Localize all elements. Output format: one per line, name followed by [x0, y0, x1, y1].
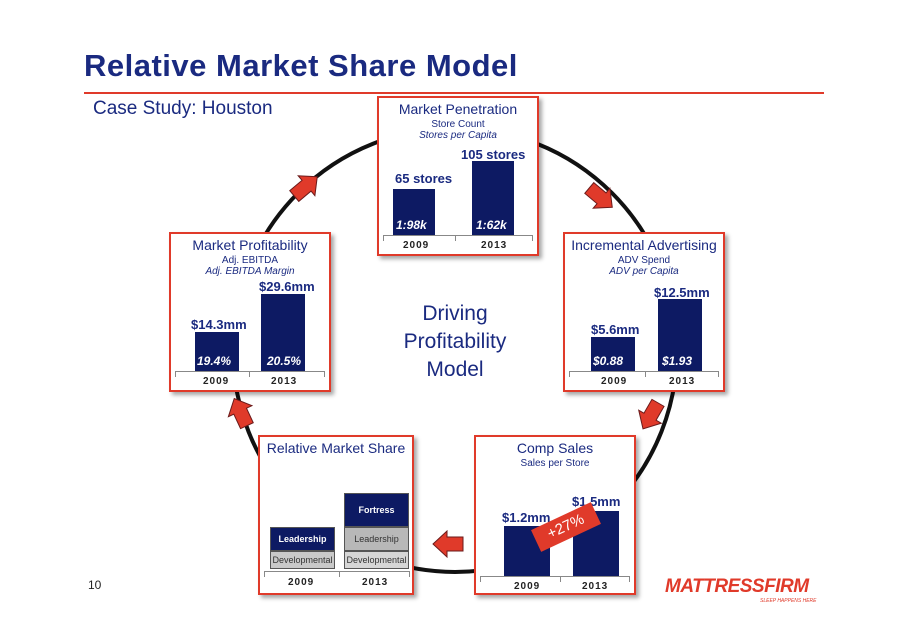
axis-tick — [383, 235, 384, 241]
right-stack-fortress: Fortress — [344, 493, 409, 527]
right-stack-developmental: Developmental — [344, 551, 409, 569]
panel-title: Relative Market Share — [266, 440, 406, 456]
year-label-2013: 2013 — [481, 240, 508, 251]
panel-market-profitability: Market Profitability Adj. EBITDA Adj. EB… — [169, 232, 331, 392]
panel-subtitle-italic: Adj. EBITDA Margin — [205, 266, 295, 277]
x-axis — [569, 371, 719, 372]
cycle-arrow-top-right — [584, 181, 613, 209]
inner-label-2009: 1:98k — [396, 218, 427, 232]
axis-tick — [409, 571, 410, 577]
inner-label-2013: 1:62k — [476, 218, 507, 232]
center-line-2: Profitability — [403, 330, 507, 353]
panel-title: Market Penetration — [398, 101, 518, 117]
axis-tick — [249, 371, 250, 377]
inner-label-2013: 20.5% — [267, 354, 302, 368]
year-label-2009: 2009 — [514, 581, 541, 592]
axis-tick — [324, 371, 325, 377]
panel-title: Incremental Advertising — [571, 237, 717, 253]
bar-label-2013: 105 stores — [461, 147, 526, 162]
bar-2013 — [658, 299, 702, 371]
inner-label-2009: $0.88 — [593, 354, 624, 368]
cycle-arrow-left — [227, 397, 254, 430]
x-axis — [383, 235, 533, 236]
panel-subtitle-italic: ADV per Capita — [609, 266, 679, 277]
panel-title: Market Profitability — [192, 237, 308, 253]
bar-label-2009: $14.3mm — [191, 317, 247, 332]
panel-subtitle-italic: Stores per Capita — [419, 130, 497, 141]
bar-2013 — [261, 294, 305, 371]
cycle-arrow-right — [637, 398, 665, 430]
axis-tick — [645, 371, 646, 377]
bar-label-2009: $1.2mm — [502, 510, 551, 525]
page-number: 10 — [88, 578, 102, 592]
axis-tick — [629, 576, 630, 582]
year-label-2013: 2013 — [582, 581, 609, 592]
case-study-subtitle: Case Study: Houston — [93, 98, 273, 119]
panel-subtitle: Store Count — [431, 119, 485, 130]
left-stack-leadership: Leadership — [270, 527, 335, 551]
left-stack-developmental: Developmental — [270, 551, 335, 569]
year-label-2013: 2013 — [669, 376, 696, 387]
panel-subtitle: Sales per Store — [520, 458, 590, 469]
bar-2009 — [591, 337, 635, 371]
panel-incremental-advertising: Incremental Advertising ADV Spend ADV pe… — [563, 232, 725, 392]
bar-2009 — [393, 189, 435, 235]
axis-tick — [569, 371, 570, 377]
panel-relative-market-share: Relative Market Share Leadership Develop… — [258, 435, 414, 595]
panel-subtitle: Adj. EBITDA — [221, 255, 279, 266]
cycle-arrow-top-left — [289, 175, 318, 203]
x-axis — [264, 571, 410, 572]
center-line-3: Model — [426, 358, 484, 381]
x-axis — [175, 371, 325, 372]
inner-label-2013: $1.93 — [662, 354, 693, 368]
year-label-2009: 2009 — [203, 376, 230, 387]
inner-label-2009: 19.4% — [197, 354, 232, 368]
right-stack-leadership: Leadership — [344, 527, 409, 551]
axis-tick — [718, 371, 719, 377]
axis-tick — [264, 571, 265, 577]
year-label-2009: 2009 — [288, 577, 315, 588]
panel-market-penetration: Market Penetration Store Count Stores pe… — [377, 96, 539, 256]
logo-tagline: SLEEP HAPPENS HERE — [760, 598, 817, 604]
bar-2009 — [195, 332, 239, 371]
axis-tick — [480, 576, 481, 582]
year-label-2013: 2013 — [362, 577, 389, 588]
axis-tick — [532, 235, 533, 241]
axis-tick — [175, 371, 176, 377]
bar-label-2009: $5.6mm — [591, 322, 640, 337]
cycle-arrow-bottom — [432, 529, 464, 559]
center-line-1: Driving — [422, 302, 488, 325]
page-title: Relative Market Share Model — [84, 48, 518, 83]
bar-2013 — [472, 161, 514, 235]
title-divider — [84, 92, 824, 94]
axis-tick — [455, 235, 456, 241]
year-label-2009: 2009 — [403, 240, 430, 251]
bar-label-2009: 65 stores — [395, 171, 453, 186]
axis-tick — [560, 576, 561, 582]
year-label-2013: 2013 — [271, 376, 298, 387]
panel-title: Comp Sales — [516, 440, 594, 456]
bar-label-2013: $29.6mm — [259, 279, 315, 294]
panel-subtitle: ADV Spend — [617, 255, 671, 266]
axis-tick — [339, 571, 340, 577]
mattress-firm-logo: MATTRESSFIRM — [665, 576, 809, 597]
center-label: Driving Profitability Model — [385, 300, 525, 384]
x-axis — [480, 576, 630, 577]
bar-label-2013: $12.5mm — [654, 285, 710, 300]
panel-comp-sales: Comp Sales Sales per Store $1.2mm $1.5mm… — [474, 435, 636, 595]
year-label-2009: 2009 — [601, 376, 628, 387]
